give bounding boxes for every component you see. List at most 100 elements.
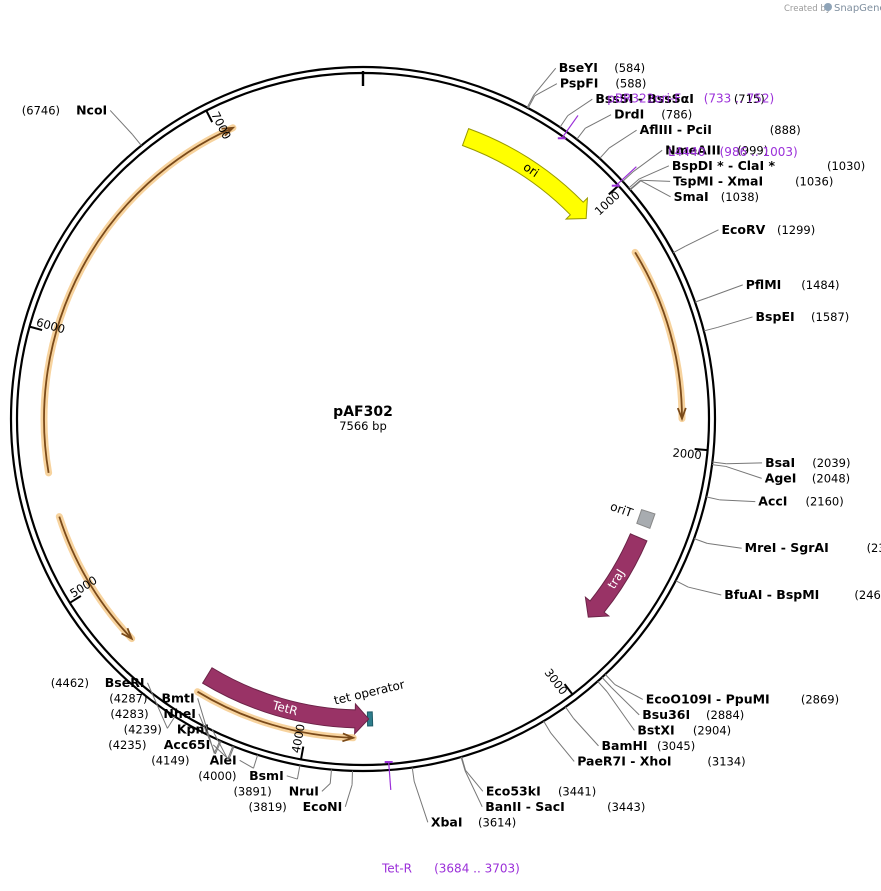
enzyme-nmeaiii-tick <box>622 171 634 182</box>
primer-pbr322ori-f-range: (733 .. 752) <box>704 91 774 105</box>
tick-mark <box>29 325 43 332</box>
enzyme-drdi-leader <box>585 114 612 129</box>
enzyme-bseri-tick <box>166 716 176 729</box>
enzyme-ecorv-position: (1299) <box>777 223 815 237</box>
primer-pbr322ori-f-name: pBR322ori-F <box>607 91 681 105</box>
enzyme-bstxi-position: (2904) <box>693 723 731 737</box>
enzyme-alei-position: (4149) <box>151 753 189 767</box>
enzyme-bmti: BmtI(4287) <box>109 690 221 754</box>
enzyme-ncoi-tick <box>132 134 142 146</box>
enzyme-bseri-position: (4462) <box>51 676 89 690</box>
enzyme-ncoi: NcoI(6746) <box>22 102 142 146</box>
enzyme-eco53ki-position: (3441) <box>558 784 596 798</box>
enzyme-agei-position: (2048) <box>812 471 850 485</box>
enzyme-econi-leader <box>344 784 353 807</box>
enzyme-bseyi-tick <box>526 94 535 108</box>
enzyme-banii-saci: BanII - SacI(3443) <box>460 756 645 814</box>
enzyme-bsu36i-position: (2884) <box>706 708 744 722</box>
enzyme-nrui: NruI(3891) <box>233 769 332 798</box>
enzyme-bamhi-leader <box>573 718 599 747</box>
tick-mark <box>205 110 214 123</box>
enzyme-acci: AccI(2160) <box>706 494 844 509</box>
enzyme-smai-leader <box>640 180 671 198</box>
enzyme-ecoo109i-ppumi-tick <box>604 674 616 685</box>
enzyme-nrui-leader <box>321 783 331 792</box>
enzyme-pspfi: PspFI(588) <box>527 76 646 109</box>
enzyme-bmti-tick <box>213 740 221 754</box>
feature-orit-label: oriT <box>608 499 635 520</box>
enzyme-acc65i-name: Acc65I <box>164 737 211 752</box>
enzyme-pflmi-name: PflMI <box>746 277 782 292</box>
enzyme-agei-name: AgeI <box>765 470 797 485</box>
enzyme-xbai-name: XbaI <box>431 814 463 829</box>
enzyme-kpni-position: (4239) <box>124 722 162 736</box>
primer-l4440-range: (986 .. 1003) <box>720 145 798 159</box>
enzyme-afliii-pcii-position: (888) <box>770 123 801 137</box>
snapgene-logo-icon <box>824 3 832 11</box>
orf-arrowhead <box>121 627 134 641</box>
tick-label: 1000 <box>592 188 623 218</box>
enzyme-paer7i-xhoi: PaeR7I - XhoI(3134) <box>543 720 746 768</box>
enzyme-bmti-leader <box>197 698 215 754</box>
enzyme-bseri-leader <box>147 682 168 729</box>
feature-tetr-label: TetR <box>270 698 299 718</box>
enzyme-smai-name: SmaI <box>674 189 709 204</box>
enzyme-bspei-tick <box>703 326 718 332</box>
enzyme-afliii-pcii-leader <box>608 129 637 149</box>
enzyme-bspei: BspEI(1587) <box>703 309 849 332</box>
enzyme-bseri-name: BseRI <box>105 675 145 690</box>
enzyme-paer7i-xhoi-tick <box>543 720 552 734</box>
enzyme-tspmi-xmai-leader <box>640 179 671 182</box>
credit-prefix: Created by <box>784 4 831 14</box>
enzyme-agei-tick <box>711 464 726 467</box>
enzyme-bfuai-bspmi-leader <box>688 586 722 596</box>
enzyme-mrei-sgrai-position: (2309) <box>867 541 881 555</box>
enzyme-bfuai-bspmi-name: BfuAI - BspMI <box>724 587 819 602</box>
enzyme-ecorv: EcoRV(1299) <box>673 222 815 254</box>
enzyme-pflmi-tick <box>694 297 709 303</box>
primer-l4440-name: L4440 <box>668 145 705 159</box>
enzyme-nmeaiii-leader <box>632 149 663 173</box>
enzyme-eco53ki-tick <box>461 756 467 771</box>
enzyme-bspei-position: (1587) <box>811 310 849 324</box>
enzyme-bsssi-bsss-i-tick <box>559 115 569 128</box>
primer-tet-r-name: Tet-R <box>381 862 412 876</box>
enzyme-bfuai-bspmi-position: (2466) <box>854 588 881 602</box>
enzyme-afliii-pcii-tick <box>599 147 610 159</box>
enzyme-pspfi-position: (588) <box>615 77 646 91</box>
tick-label: 2000 <box>672 446 702 463</box>
feature-traj <box>584 533 648 618</box>
plasmid-length: 7566 bp <box>339 419 387 433</box>
enzyme-ecoo109i-ppumi: EcoO109I - PpuMI(2869) <box>604 674 839 706</box>
enzyme-acci-leader <box>719 499 756 503</box>
enzyme-mrei-sgrai: MreI - SgrAI(2309) <box>693 538 881 555</box>
enzyme-bsai: BsaI(2039) <box>712 455 851 470</box>
feature-tet-operator-label: tet operator <box>333 677 407 707</box>
enzyme-mrei-sgrai-leader <box>707 542 742 549</box>
enzyme-bstxi-leader <box>606 691 635 731</box>
enzyme-ncoi-name: NcoI <box>76 102 107 117</box>
tick-mark <box>694 447 708 452</box>
enzyme-pspfi-tick <box>527 95 536 109</box>
enzyme-acci-position: (2160) <box>805 495 843 509</box>
orf-arc <box>634 251 683 419</box>
enzyme-nrui-tick <box>329 769 332 784</box>
tick-mark <box>300 746 305 760</box>
enzyme-acci-tick <box>706 496 721 501</box>
enzyme-bspdi-clai: BspDI * - ClaI *(1030) <box>628 158 865 189</box>
enzyme-bspdi-clai-tick <box>628 178 640 189</box>
enzyme-pspfi-leader <box>534 83 558 97</box>
enzyme-ecoo109i-ppumi-leader <box>614 684 644 700</box>
enzyme-drdi-name: DrdI <box>614 107 644 122</box>
enzyme-nhei-tick <box>214 740 222 755</box>
enzyme-bsu36i: Bsu36I(2884) <box>601 677 744 722</box>
enzyme-bseri: BseRI (4462) <box>51 675 176 729</box>
enzyme-bfuai-bspmi-tick <box>675 580 689 588</box>
enzyme-xbai-position: (3614) <box>478 815 516 829</box>
enzyme-nhei: NheI(4283) <box>110 706 222 755</box>
enzyme-nmeaiii-name: NmeAIII <box>665 142 721 157</box>
enzyme-bseyi: BseYI(584) <box>526 60 645 108</box>
enzyme-drdi: DrdI(786) <box>576 107 692 140</box>
feature-orit <box>636 508 656 529</box>
